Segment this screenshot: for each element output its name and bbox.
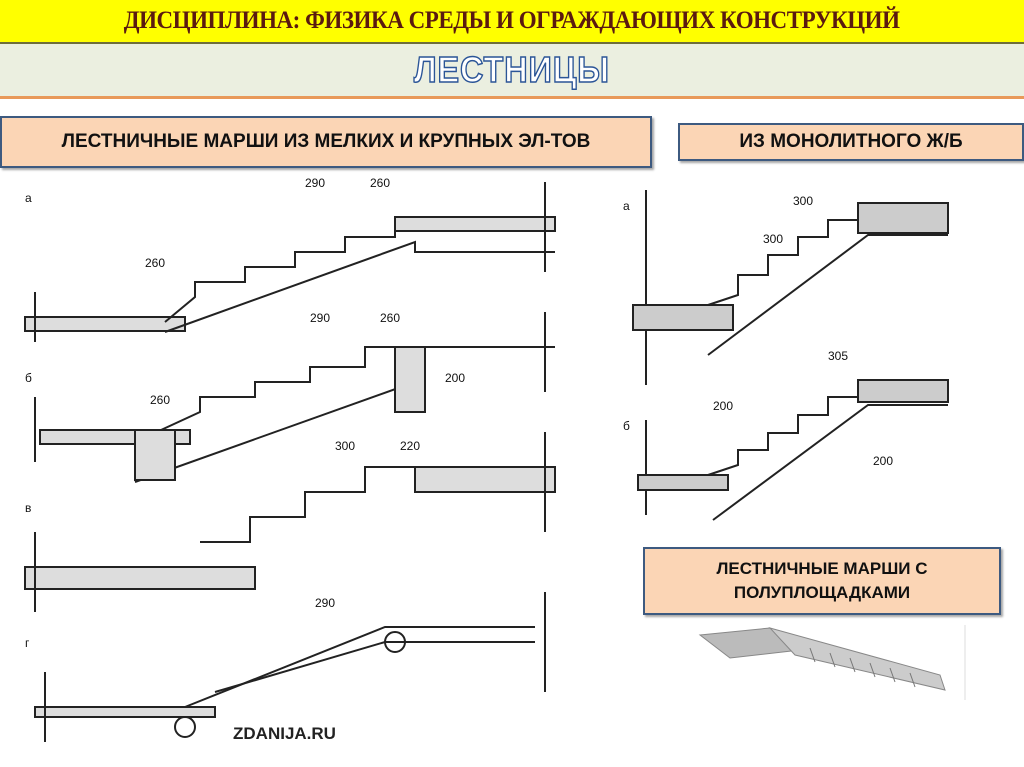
dimension-label: 290 — [305, 176, 325, 190]
dimension-label: а — [623, 199, 630, 213]
monolithic-variant-a: а 300 300 200 — [623, 190, 949, 413]
precast-stairs-drawing: а 290 260 260 б 290 260 260 200 в 300 22… — [24, 176, 556, 742]
discipline-header: ДИСЦИПЛИНА: ФИЗИКА СРЕДЫ И ОГРАЖДАЮЩИХ К… — [0, 0, 1024, 44]
label-monolithic: ИЗ МОНОЛИТНОГО Ж/Б — [678, 123, 1024, 161]
half-landings-line2: ПОЛУПЛОЩАДКАМИ — [733, 583, 911, 602]
watermark: ZDANIJA.RU — [233, 724, 336, 743]
dimension-label: г — [25, 636, 30, 650]
dimension-label: 290 — [315, 596, 335, 610]
discipline-title: ДИСЦИПЛИНА: ФИЗИКА СРЕДЫ И ОГРАЖДАЮЩИХ К… — [124, 7, 900, 34]
slide-title-bar: ЛЕСТНИЦЫ — [0, 44, 1024, 99]
dimension-label: 300 — [335, 439, 355, 453]
monolithic-stairs-drawing: а 300 300 200 б 305 200 — [623, 190, 949, 521]
dimension-label: 300 — [763, 232, 783, 246]
dimension-label: 290 — [310, 311, 330, 325]
dimension-label: 220 — [400, 439, 420, 453]
dimension-label: б — [25, 371, 32, 385]
variant-d: г 290 — [25, 592, 546, 742]
dimension-label: б — [623, 419, 630, 433]
dimension-label: 200 — [713, 399, 733, 413]
dimension-label: 260 — [150, 393, 170, 407]
dimension-label: 305 — [828, 349, 848, 363]
dimension-label: 200 — [445, 371, 465, 385]
dimension-label: 300 — [793, 194, 813, 208]
variant-a: а 290 260 260 — [24, 176, 556, 342]
dimension-label: а — [25, 191, 32, 205]
label-half-landings: ЛЕСТНИЧНЫЕ МАРШИ С ПОЛУПЛОЩАДКАМИ — [643, 547, 1001, 615]
slide-title: ЛЕСТНИЦЫ — [413, 48, 611, 91]
half-landings-line1: ЛЕСТНИЧНЫЕ МАРШИ С — [716, 559, 928, 578]
dimension-label: 260 — [370, 176, 390, 190]
dimension-label: 260 — [380, 311, 400, 325]
dimension-label: в — [25, 501, 31, 515]
label-small-large-elements: ЛЕСТНИЧНЫЕ МАРШИ ИЗ МЕЛКИХ И КРУПНЫХ ЭЛ-… — [0, 116, 652, 168]
dimension-label: 260 — [145, 256, 165, 270]
variant-c: в 300 220 — [24, 432, 556, 612]
dimension-label: 200 — [873, 454, 893, 468]
monolithic-variant-b: б 305 200 — [623, 349, 949, 521]
variant-b: б 290 260 260 200 — [25, 311, 555, 483]
half-landing-stair-3d — [698, 625, 966, 700]
